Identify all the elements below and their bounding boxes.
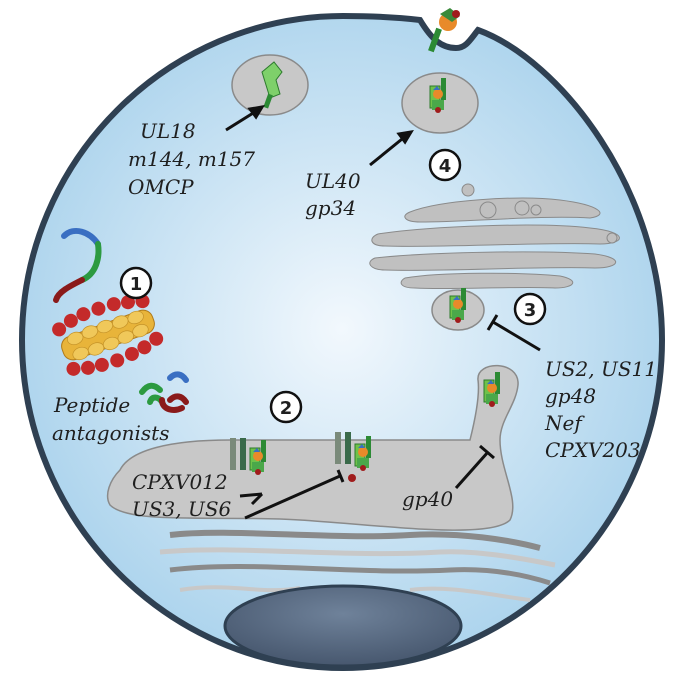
step-markers: 1 2 3 4	[119, 148, 547, 424]
viral-peptides	[53, 227, 189, 413]
label-gp40: gp40	[402, 487, 453, 511]
label-nef: Nef	[544, 411, 585, 435]
label-us3-us6: US3, US6	[132, 497, 232, 521]
label-omcp: OMCP	[128, 175, 194, 199]
surface-mhc	[428, 8, 460, 53]
tap-transporter	[52, 294, 164, 376]
vesicle-ul40	[401, 72, 479, 134]
label-m144: m144, m157	[128, 147, 255, 171]
nucleus	[223, 584, 463, 668]
label-antagonists: antagonists	[52, 421, 169, 445]
arrows	[225, 104, 541, 520]
label-cpxv012: CPXV012	[132, 470, 228, 494]
label-ul40: UL40	[305, 169, 361, 193]
label-gp34: gp34	[305, 196, 356, 220]
label-gp48: gp48	[545, 384, 596, 408]
label-peptide: Peptide	[53, 393, 130, 417]
step-2: 2	[280, 398, 293, 419]
label-ul18: UL18	[140, 119, 196, 143]
label-cpxv203: CPXV203	[545, 438, 641, 462]
step-4: 4	[439, 156, 452, 177]
step-3: 3	[524, 300, 537, 321]
golgi-apparatus	[369, 183, 620, 290]
er-mhc-group	[230, 432, 372, 482]
label-us2-us11: US2, US11	[545, 357, 657, 381]
endoplasmic-reticulum	[106, 364, 556, 602]
step-1: 1	[130, 274, 143, 295]
vesicle-golgi	[431, 287, 485, 331]
labels: UL18 m144, m157 OMCP UL40 gp34 Peptide a…	[52, 119, 657, 521]
vesicle-ul18	[231, 54, 309, 116]
